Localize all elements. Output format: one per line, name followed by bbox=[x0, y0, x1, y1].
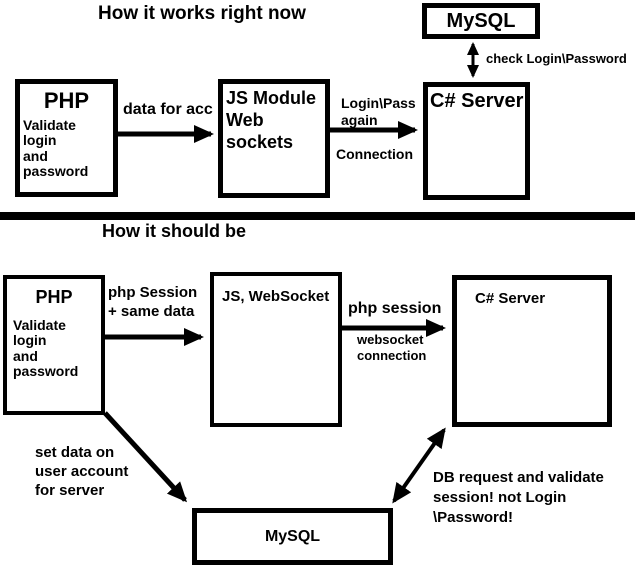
label-php-session-same-data-line2: + same data bbox=[108, 303, 195, 320]
label-php-session: php session bbox=[348, 300, 442, 317]
php-box-subtext-line1: Validate login bbox=[23, 117, 76, 149]
section-title-proposed: How it should be bbox=[102, 221, 246, 241]
js-box-line2: Web bbox=[226, 109, 264, 130]
label-websocket-connection-line1: websocket bbox=[357, 332, 424, 347]
label-data-for-acc: data for acc bbox=[123, 101, 213, 118]
label-set-data-line3: for server bbox=[35, 482, 105, 499]
label-set-data-line2: user account bbox=[35, 463, 129, 480]
label-login-pass-line1: Login\Pass bbox=[341, 95, 416, 111]
js-box-line1: JS Module bbox=[226, 88, 317, 108]
mysql-box-title: MySQL bbox=[446, 10, 516, 32]
js-websocket-box-title: JS, WebSocket bbox=[222, 288, 330, 305]
mysql-box-current: MySQL bbox=[422, 3, 540, 39]
section-divider bbox=[0, 212, 635, 220]
section-title-current: How it works right now bbox=[98, 3, 306, 24]
php-box-current: PHP Validate login and password bbox=[15, 79, 118, 197]
label-connection: Connection bbox=[336, 146, 413, 162]
mysql-box-title: MySQL bbox=[264, 527, 321, 545]
csharp-box-proposed: C# Server bbox=[452, 275, 612, 427]
js-websocket-box-proposed: JS, WebSocket bbox=[210, 272, 342, 427]
arrow-php-to-mysql bbox=[103, 411, 188, 503]
label-check-login-password: check Login\Password bbox=[486, 51, 627, 66]
php-box-subtext-line1: Validate login bbox=[13, 317, 66, 349]
php-box-title: PHP bbox=[35, 287, 73, 307]
label-db-request-line3: \Password! bbox=[433, 509, 514, 526]
csharp-box-title: C# Server bbox=[475, 290, 546, 307]
label-db-request-line2: session! not Login bbox=[433, 489, 567, 506]
js-module-box-current: JS Module Web sockets bbox=[218, 79, 330, 198]
arrow-mysql-csharp-bidirectional bbox=[392, 427, 446, 504]
php-box-title: PHP bbox=[43, 88, 90, 113]
mysql-box-proposed: MySQL bbox=[192, 508, 393, 565]
php-box-subtext-line2: and password bbox=[13, 347, 79, 380]
csharp-box-current: C# Server bbox=[423, 82, 530, 200]
label-login-pass-line2: again bbox=[341, 112, 378, 128]
label-php-session-same-data-line1: php Session bbox=[108, 284, 198, 301]
php-box-proposed: PHP Validate login and password bbox=[3, 275, 105, 415]
php-box-subtext-line2: and password bbox=[23, 147, 89, 180]
js-box-line3: sockets bbox=[226, 131, 294, 152]
label-websocket-connection-line2: connection bbox=[357, 348, 427, 363]
label-db-request-line1: DB request and validate bbox=[433, 469, 604, 486]
csharp-box-title: C# Server bbox=[430, 90, 524, 112]
label-set-data-line1: set data on bbox=[35, 444, 115, 461]
